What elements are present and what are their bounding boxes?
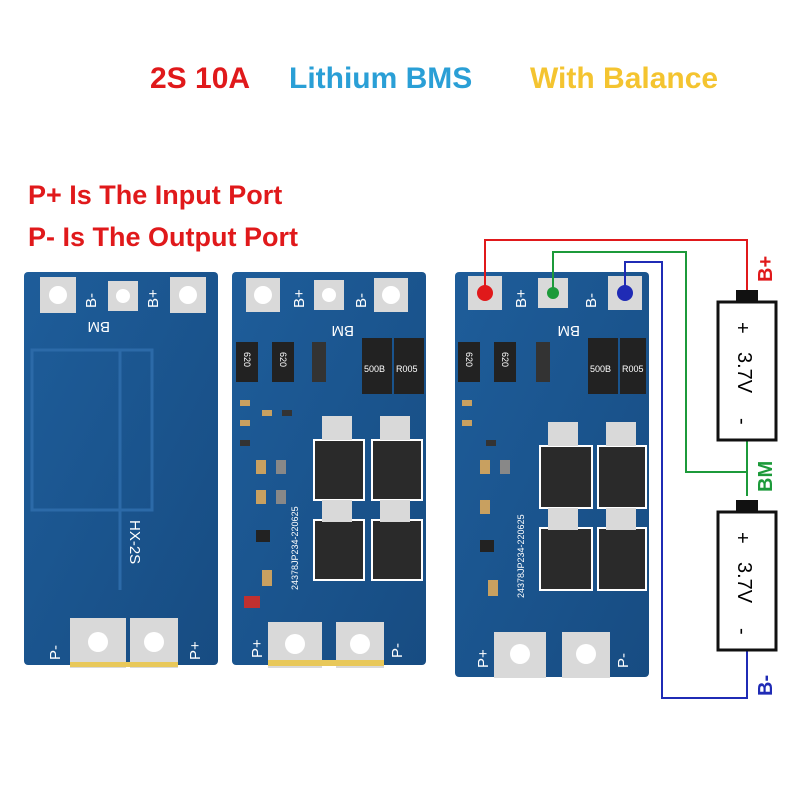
pcb-front-side bbox=[232, 272, 426, 668]
front-resistor-3: 500B bbox=[364, 364, 385, 374]
title-type: Lithium BMS bbox=[289, 62, 473, 95]
back-label-b-plus: B+ bbox=[145, 289, 162, 308]
wired-resistor-2: 620 bbox=[500, 352, 510, 367]
wired-resistor-4: R005 bbox=[622, 364, 644, 374]
label-bm: BM bbox=[755, 461, 777, 492]
back-label-p-plus: P+ bbox=[187, 641, 204, 660]
front-label-b-minus: B- bbox=[353, 293, 370, 308]
wired-label-b-minus: B- bbox=[583, 293, 600, 308]
battery-top-minus: - bbox=[731, 418, 753, 425]
front-label-p-minus: P- bbox=[389, 643, 406, 658]
front-label-bm: BM bbox=[332, 322, 355, 339]
label-b-minus: B- bbox=[755, 675, 777, 696]
battery-top bbox=[716, 290, 778, 442]
battery-top-voltage: 3.7V bbox=[733, 352, 755, 394]
wired-label-b-plus: B+ bbox=[513, 289, 530, 308]
wire-bm bbox=[552, 251, 748, 496]
wired-serial: 24378JP234-220625 bbox=[516, 514, 526, 598]
wired-resistor-1: 620 bbox=[464, 352, 474, 367]
wire-b-minus bbox=[624, 261, 748, 699]
battery-bottom-voltage: 3.7V bbox=[733, 562, 755, 604]
wired-label-bm: BM bbox=[558, 322, 581, 339]
label-b-plus: B+ bbox=[755, 256, 777, 282]
wired-label-p-plus: P+ bbox=[475, 649, 492, 668]
front-label-b-plus: B+ bbox=[291, 289, 308, 308]
back-label-p-minus: P- bbox=[47, 645, 64, 660]
front-resistor-4: R005 bbox=[396, 364, 418, 374]
battery-bottom bbox=[716, 500, 778, 652]
front-label-p-plus: P+ bbox=[249, 639, 266, 658]
battery-bottom-plus: + bbox=[731, 532, 753, 544]
pcb-wired bbox=[455, 272, 649, 678]
battery-top-plus: + bbox=[731, 322, 753, 334]
front-resistor-2: 620 bbox=[278, 352, 288, 367]
front-serial: 24378JP234-220625 bbox=[290, 506, 300, 590]
title-spec: 2S 10A bbox=[150, 62, 251, 95]
wire-b-plus bbox=[484, 239, 748, 296]
pcb-back-side bbox=[24, 272, 218, 668]
wired-label-p-minus: P- bbox=[615, 653, 632, 668]
front-resistor-1: 620 bbox=[242, 352, 252, 367]
title-feature: With Balance bbox=[530, 62, 719, 95]
back-label-bm: BM bbox=[88, 318, 111, 335]
note-output-port: P- Is The Output Port bbox=[28, 222, 298, 252]
battery-bottom-minus: - bbox=[731, 628, 753, 635]
wired-resistor-3: 500B bbox=[590, 364, 611, 374]
note-input-port: P+ Is The Input Port bbox=[28, 180, 283, 210]
back-silk-text: HX-2S bbox=[126, 520, 143, 564]
back-label-b-minus: B- bbox=[83, 293, 100, 308]
